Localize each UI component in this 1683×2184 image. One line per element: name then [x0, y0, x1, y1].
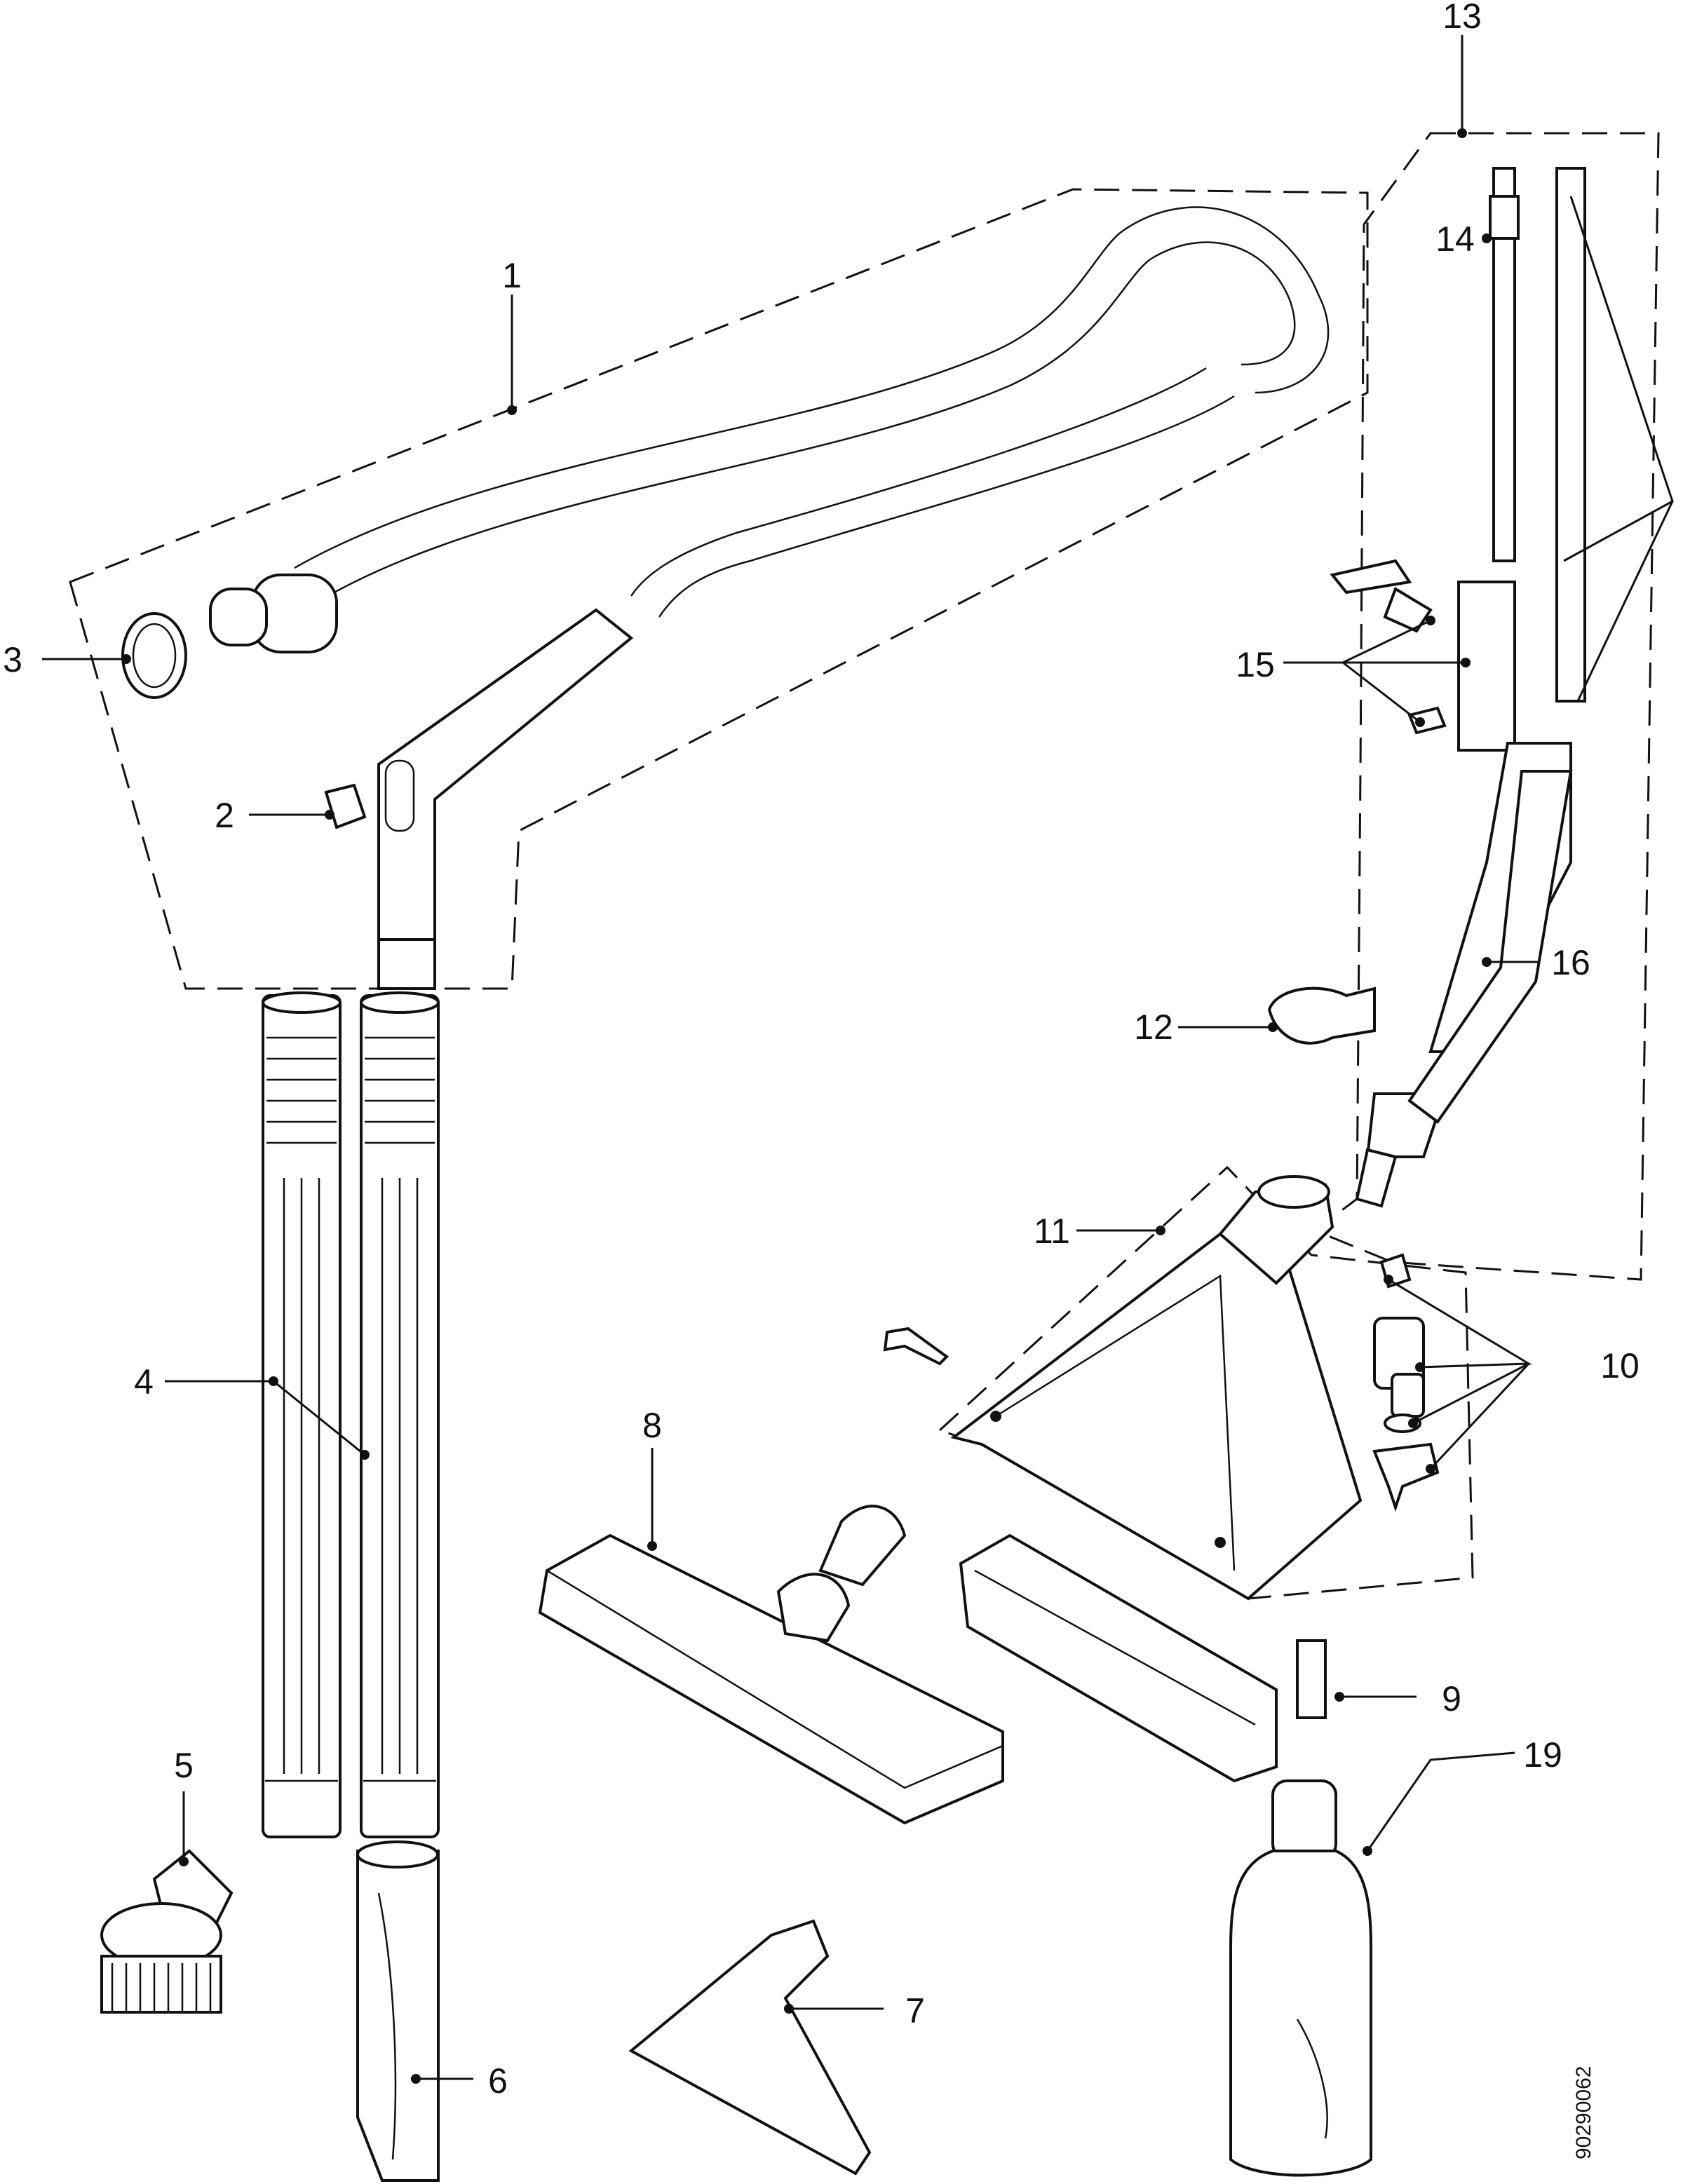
- crevice-tool: [356, 1850, 440, 2182]
- callout-10: 10: [1600, 1346, 1640, 1385]
- callout-15: 15: [1236, 645, 1275, 684]
- screw: [883, 1327, 949, 1366]
- nozzle-plate: [959, 1533, 1327, 1783]
- callout-11: 11: [1034, 1212, 1070, 1251]
- mounting-brackets: [1330, 559, 1447, 735]
- hose: [209, 206, 1330, 990]
- callout-19: 19: [1523, 1735, 1562, 1775]
- leader-lines: [42, 35, 1674, 2084]
- o-ring: [121, 612, 187, 699]
- callout-5: 5: [174, 1746, 194, 1785]
- floor-tool: [538, 1505, 1004, 1825]
- callout-12: 12: [1134, 1008, 1173, 1047]
- callout-3: 3: [3, 640, 22, 679]
- callout-2: 2: [215, 796, 234, 835]
- callout-13: 13: [1442, 0, 1482, 36]
- callout-16: 16: [1551, 943, 1590, 982]
- valve-stem: [1489, 195, 1520, 240]
- callout-1: 1: [502, 256, 522, 295]
- valve-fittings: [1372, 1253, 1440, 1512]
- callout-7: 7: [905, 1991, 925, 2030]
- handle-tube: [1407, 770, 1573, 1124]
- callout-14: 14: [1435, 219, 1475, 259]
- callout-6: 6: [488, 2061, 508, 2101]
- extension-wands: [262, 991, 440, 1838]
- callout-labels: 1 2 3 4 5 6 7 8 9 10 11 12 13 14 15 16 1…: [3, 0, 1640, 2101]
- hose-clamp: [1267, 986, 1376, 1045]
- upholstery-tool: [628, 1919, 872, 2176]
- callout-9: 9: [1442, 1679, 1461, 1718]
- shampoo-bottle: [1229, 1779, 1372, 2177]
- button: [324, 783, 367, 829]
- callout-8: 8: [642, 1406, 662, 1445]
- hose-assembly-group-outline: [69, 188, 1369, 990]
- spray-nozzle-body: [950, 1175, 1363, 1601]
- document-number: 90290062: [1572, 2066, 1595, 2159]
- dusting-brush: [100, 1849, 234, 2014]
- callout-4: 4: [134, 1362, 154, 1402]
